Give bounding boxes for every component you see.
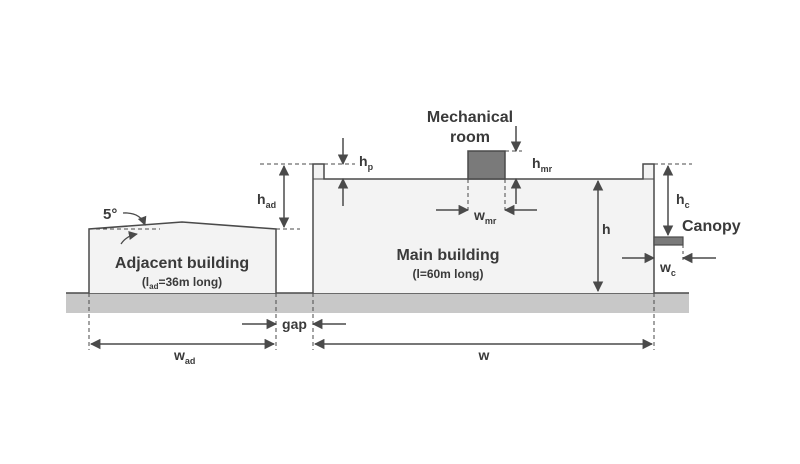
wad-label: wad	[173, 347, 195, 366]
canopy	[653, 236, 684, 246]
main-building-label: Main building	[396, 247, 499, 264]
ground-strip	[66, 293, 689, 313]
wmr-label: wmr	[473, 207, 497, 226]
hc-label: hc	[676, 191, 690, 210]
roof-angle-arc-lower	[120, 230, 138, 245]
h-label: h	[602, 221, 611, 237]
adjacent-building-label: Adjacent building	[115, 255, 249, 272]
roof-angle-arc	[122, 212, 147, 226]
hmr-label: hmr	[532, 155, 553, 174]
canopy-label: Canopy	[682, 218, 741, 235]
gap-label: gap	[282, 316, 307, 332]
had-label: had	[257, 191, 276, 210]
w-label: w	[478, 347, 490, 363]
main-length-label: (l=60m long)	[412, 267, 483, 281]
adjacent-length-label: (lad=36m long)	[142, 275, 222, 291]
wc-label: wc	[659, 259, 676, 278]
roof-angle-label: 5°	[103, 206, 117, 223]
hp-label: hp	[359, 153, 374, 172]
mechanical-room	[467, 150, 506, 180]
